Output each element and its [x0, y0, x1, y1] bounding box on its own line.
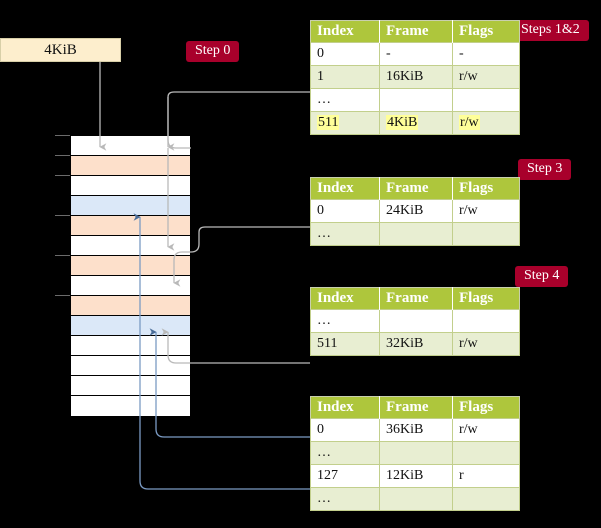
memory-frame-row: [71, 136, 190, 156]
memory-frame-row: [71, 156, 190, 176]
connector-step3-out: [190, 226, 310, 253]
table-cell-frame: [379, 222, 453, 246]
memory-frame-row: [71, 256, 190, 276]
table-cell-index: 1: [310, 65, 380, 89]
memory-frame-row: [71, 236, 190, 256]
table-cell-flags: [452, 441, 520, 465]
memory-frame-row: [71, 316, 190, 336]
table-cell-frame: 4KiB: [379, 111, 453, 135]
table-cell-index: …: [310, 487, 380, 511]
table-cell-index: 127: [310, 464, 380, 488]
table-cell-index: …: [310, 88, 380, 112]
memory-frame-row: [71, 216, 190, 236]
table-header-frame: Frame: [379, 287, 453, 310]
table-row: …: [310, 222, 520, 246]
table-header-frame: Frame: [379, 20, 453, 43]
table-header-index: Index: [310, 20, 380, 43]
memory-row-tick: [55, 255, 70, 256]
memory-frame-row: [71, 396, 190, 416]
badge-steps-1-2: Steps 1&2: [512, 20, 589, 41]
table-cell-index: 0: [310, 418, 380, 442]
table-row: …: [310, 441, 520, 465]
memory-frame-row: [71, 276, 190, 296]
table-cell-flags: r: [452, 464, 520, 488]
table-cell-frame: [379, 88, 453, 112]
table-cell-flags: r/w: [452, 199, 520, 223]
memory-frame-row: [71, 376, 190, 396]
memory-frame-row: [71, 356, 190, 376]
table-cell-frame: 12KiB: [379, 464, 453, 488]
badge-step-4: Step 4: [515, 266, 569, 287]
table-cell-frame: 16KiB: [379, 65, 453, 89]
badge-step-0: Step 0: [186, 41, 240, 62]
physical-memory-column: [70, 135, 191, 416]
frame-size-label: 4KiB: [44, 41, 77, 58]
memory-frame-row: [71, 296, 190, 316]
table-row: …: [310, 487, 520, 511]
table-cell-index: …: [310, 441, 380, 465]
frame-size-box: 4KiB: [0, 38, 121, 62]
table-cell-index: 511: [310, 332, 380, 356]
table-row: …: [310, 88, 520, 112]
table-header-flags: Flags: [452, 20, 520, 43]
memory-row-tick: [55, 175, 70, 176]
table-cell-index: …: [310, 222, 380, 246]
table-cell-flags: [452, 309, 520, 333]
table-header-index: Index: [310, 287, 380, 310]
table-cell-index: …: [310, 309, 380, 333]
table-cell-frame: 24KiB: [379, 199, 453, 223]
table-cell-flags: [452, 487, 520, 511]
table-header-flags: Flags: [452, 287, 520, 310]
memory-frame-row: [71, 336, 190, 356]
table-cell-frame: [379, 441, 453, 465]
memory-row-tick: [55, 155, 70, 156]
table-cell-index: 0: [310, 42, 380, 66]
table-header-index: Index: [310, 396, 380, 419]
table-header-flags: Flags: [452, 396, 520, 419]
table-cell-flags: [452, 222, 520, 246]
table-cell-flags: r/w: [452, 418, 520, 442]
memory-frame-row: [71, 176, 190, 196]
table-cell-flags: r/w: [452, 111, 520, 135]
table-cell-flags: [452, 88, 520, 112]
table-cell-flags: r/w: [452, 332, 520, 356]
table-cell-frame: 36KiB: [379, 418, 453, 442]
table-cell-frame: -: [379, 42, 453, 66]
table-header-frame: Frame: [379, 396, 453, 419]
table-cell-index: 511: [310, 111, 380, 135]
table-cell-frame: 32KiB: [379, 332, 453, 356]
memory-frame-row: [71, 196, 190, 216]
table-header-index: Index: [310, 177, 380, 200]
table-header-flags: Flags: [452, 177, 520, 200]
table-cell-flags: r/w: [452, 65, 520, 89]
table-row: 0--: [310, 42, 520, 66]
table-cell-frame: [379, 309, 453, 333]
table-row: …: [310, 309, 520, 333]
table-cell-frame: [379, 487, 453, 511]
table-header-frame: Frame: [379, 177, 453, 200]
table-cell-flags: -: [452, 42, 520, 66]
memory-row-tick: [55, 135, 70, 136]
table-cell-index: 0: [310, 199, 380, 223]
badge-step-3: Step 3: [518, 159, 572, 180]
memory-row-tick: [55, 215, 70, 216]
memory-row-tick: [55, 295, 70, 296]
